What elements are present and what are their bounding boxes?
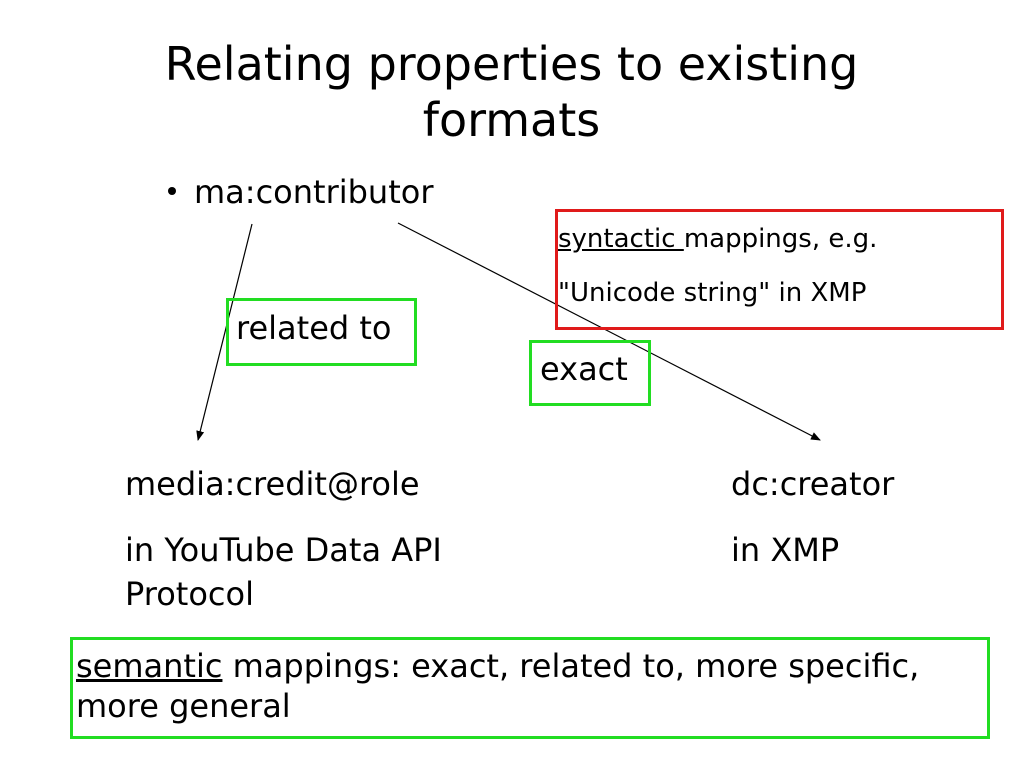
semantic-keyword: semantic	[76, 647, 223, 685]
exact-label: exact	[540, 350, 628, 388]
slide-title: Relating properties to existing formats	[164, 37, 859, 147]
bullet-dot-icon	[168, 187, 176, 195]
youtube-source-line2: Protocol	[125, 575, 254, 613]
bullet-text: ma:contributor	[194, 173, 434, 211]
related-to-label: related to	[236, 309, 392, 347]
arrow-related-to	[196, 223, 253, 441]
semantic-mapping-box	[70, 637, 990, 739]
arrow-exact	[397, 222, 821, 441]
syntactic-mapping-line: syntactic mappings, e.g.	[558, 219, 877, 259]
dc-creator: dc:creator	[731, 465, 895, 503]
exact-box	[529, 340, 651, 406]
related-to-box	[226, 298, 417, 366]
semantic-rest: mappings: exact, related to, more specif…	[76, 647, 920, 725]
semantic-mapping-text: semantic mappings: exact, related to, mo…	[76, 646, 976, 726]
media-credit-role: media:credit@role	[125, 465, 420, 503]
syntactic-example: "Unicode string" in XMP	[558, 278, 867, 308]
syntactic-rest: mappings, e.g.	[683, 224, 878, 254]
youtube-source-line1: in YouTube Data API	[125, 531, 442, 569]
syntactic-keyword: syntactic	[558, 224, 684, 254]
bullet-ma-contributor: ma:contributor	[168, 170, 433, 214]
syntactic-mapping-box	[555, 209, 1004, 330]
xmp-source: in XMP	[731, 531, 840, 569]
